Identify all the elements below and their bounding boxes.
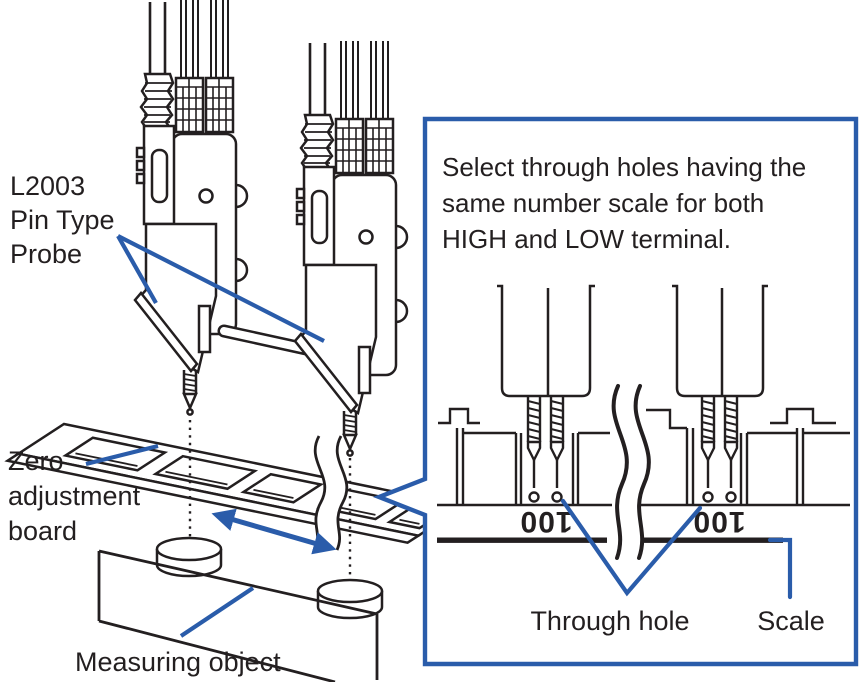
scale-bar-left [437,537,607,543]
left-board-step [438,407,480,425]
callout-note-line-2: same number scale for both [442,188,764,218]
measuring-object [97,549,379,682]
scale-bar-right [640,537,783,543]
probe-label-line-2: Pin Type [10,205,115,235]
right-board-step [770,407,836,425]
probe-label-line-3: Probe [10,239,82,269]
callout-break-symbol [611,381,651,563]
callout-box: Select through holes having the same num… [372,116,859,667]
zero-board-leader-line [85,443,159,467]
probe-label-line-1: L2003 [10,171,85,201]
measuring-object-leader-line [179,586,255,638]
zero-board-label-line-3: board [8,516,77,546]
callout-probe-body-left [497,284,595,398]
scale-number-right: 100 [692,505,745,538]
zero-board-label-line-1: Zero [8,446,64,476]
slide-direction-arrow [211,508,337,555]
board-cross-section [437,407,850,507]
callout-annotations [560,498,793,600]
through-hole-diagram [437,284,850,563]
scale-leader [767,537,793,600]
probe-leader-line-right [117,234,325,343]
callout-note-line-3: HIGH and LOW terminal. [442,224,731,254]
probe-contact-pad-right [316,578,384,620]
main-drawing [8,0,464,682]
through-hole-label: Through hole [530,606,689,636]
pin-probe-right [293,39,409,457]
zero-board-label-line-2: adjustment [8,481,141,511]
main-annotations [85,234,337,638]
callout-probe-body-right [672,284,768,398]
main-label-texts: L2003 Pin Type Probe Zero adjustment boa… [8,171,281,677]
measuring-object-label: Measuring object [75,647,281,677]
through-hole-leader [560,498,703,597]
pin-probe-left [133,0,249,416]
scale-label: Scale [757,606,825,636]
scale-number-left: 100 [519,505,572,538]
probe-leader-line-left [116,234,158,305]
callout-note-line-1: Select through holes having the [442,152,806,182]
